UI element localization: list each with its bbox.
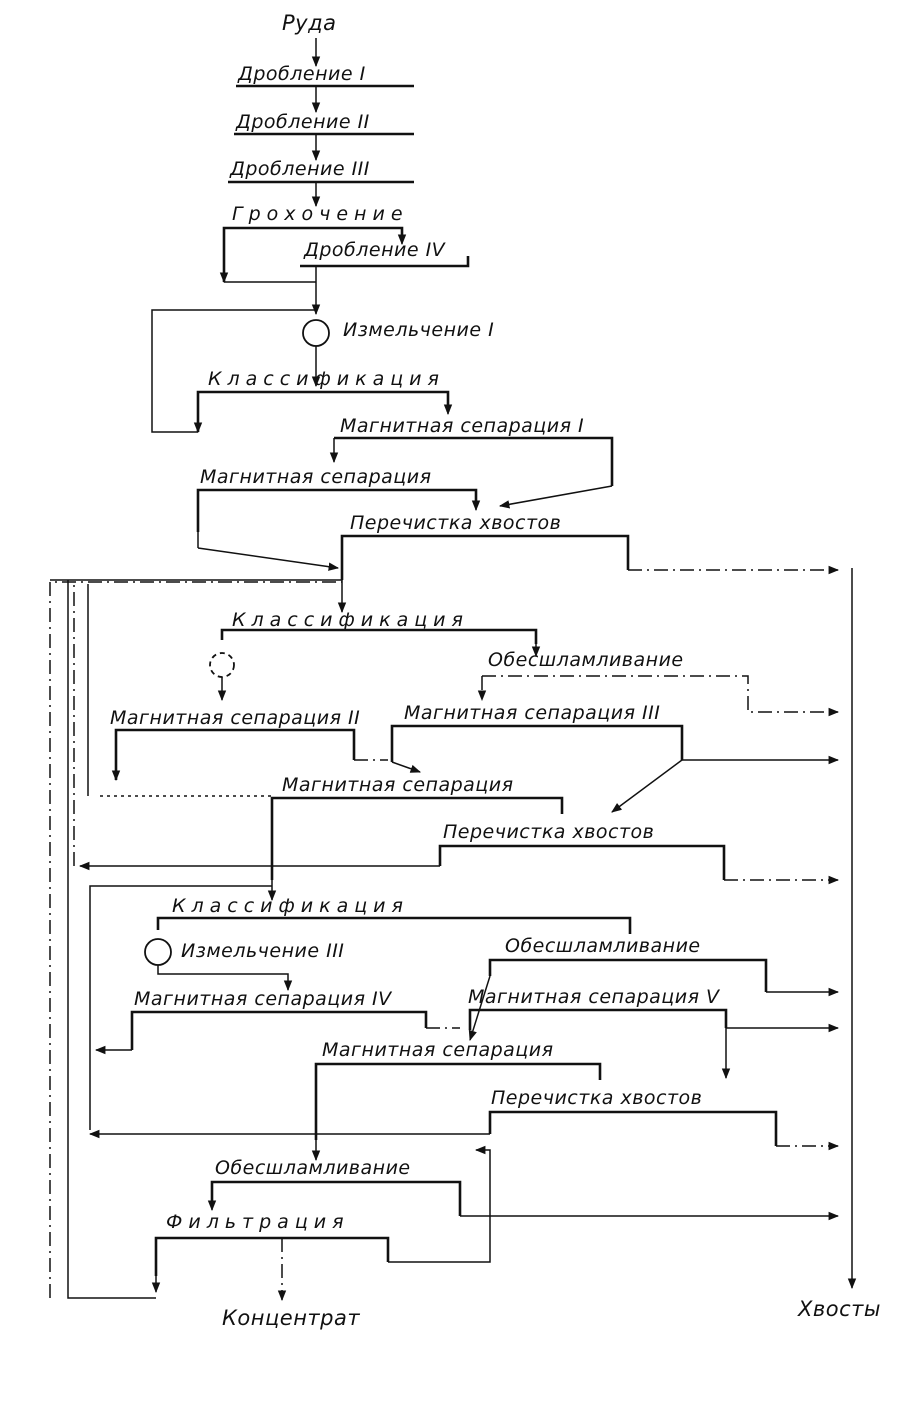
magnetic-sep-5-bar — [468, 1008, 728, 1030]
mag-3-to-cleaning-arrow — [611, 759, 683, 813]
mag-sep-conc-arrow — [197, 547, 340, 571]
lower-recycle-line — [89, 885, 272, 1130]
outer-recycle-line — [67, 580, 156, 1299]
grinding-1-circuit — [151, 309, 453, 434]
magnetic-sep-1-bar — [334, 436, 614, 486]
mill-3-icon — [144, 938, 172, 966]
crushing-2-label: Дробление II — [235, 111, 370, 133]
crushing-4-bar — [300, 256, 470, 268]
tails-cleaning-3-label: Перечистка хвостов — [491, 1087, 702, 1109]
tails-cleaning-3-bar — [488, 1110, 778, 1146]
ore-label: Руда — [282, 11, 336, 35]
crushing-4-label: Дробление IV — [303, 239, 447, 261]
magnetic-sep-2-3-circuit — [111, 724, 840, 813]
mag-1-tails-arrow — [498, 485, 613, 509]
mill-1-icon — [302, 319, 330, 347]
magnetic-sep-b-circuit — [78, 796, 840, 1130]
classification-3-circuit — [144, 916, 632, 992]
magnetic-sep-1-label: Магнитная сепарация I — [340, 415, 584, 437]
magnetic-sep-1-circuit — [196, 436, 614, 571]
magnetic-sep-c-bar — [314, 1062, 602, 1140]
grinding-1-label: Измельчение I — [343, 319, 494, 341]
filtration-bar — [154, 1236, 390, 1276]
crushing-circuit — [219, 38, 470, 316]
magnetic-sep-label: Магнитная сепарация — [200, 466, 432, 488]
magnetic-sep-b-bar — [270, 796, 564, 880]
magnetic-sep-2-bar — [114, 728, 356, 780]
desliming-2-circuit — [468, 958, 840, 1042]
crushing-3-label: Дробление III — [229, 158, 370, 180]
desliming-2-bar — [488, 958, 768, 992]
sands-recycle-line — [151, 309, 316, 433]
desliming-3-label: Обесшламливание — [215, 1157, 411, 1179]
tails-cleaning-1-circuit — [50, 534, 840, 614]
desliming-2-label: Обесшламливание — [505, 935, 701, 957]
grinding-3-label: Измельчение III — [181, 940, 344, 962]
screening-label: Грохочение — [232, 203, 409, 225]
magnetic-sep-4-5-circuit — [94, 1008, 840, 1080]
magnetic-sep-5-label: Магнитная сепарация V — [468, 986, 721, 1008]
left-return-line-1 — [49, 581, 342, 1298]
classification-3-bar — [156, 916, 632, 934]
magnetic-sep-b-label: Магнитная сепарация — [282, 774, 514, 796]
final-circuit — [67, 580, 840, 1302]
concentrate-label: Концентрат — [222, 1306, 360, 1330]
magnetic-sep-c-circuit — [88, 1062, 840, 1162]
tails-cleaning-2-label: Перечистка хвостов — [443, 821, 654, 843]
tails-cleaning-1-bar — [340, 534, 630, 580]
tails-cleaning-1-label: Перечистка хвостов — [350, 512, 561, 534]
classification-1-label: Классификация — [208, 368, 445, 390]
magnetic-sep-3-label: Магнитная сепарация III — [404, 702, 660, 724]
desliming-1-slimes-arrow — [482, 675, 840, 717]
magnetic-sep-4-bar — [130, 1010, 428, 1050]
mill-3-discharge-arrow — [157, 965, 293, 992]
left-return-lines — [49, 581, 342, 1298]
filtration-label: Фильтрация — [166, 1211, 350, 1233]
tails-label: Хвосты — [797, 1297, 881, 1321]
desliming-2-sands-arrow — [468, 975, 491, 1042]
classification-2-label: Классификация — [232, 609, 469, 631]
desliming-1-circuit — [477, 675, 840, 717]
desliming-1-label: Обесшламливание — [488, 649, 684, 671]
magnetic-sep-c-label: Магнитная сепарация — [322, 1039, 554, 1061]
magnetic-sep-3-bar — [390, 724, 684, 762]
mag-3-conc-arrow — [391, 761, 421, 773]
classification-2-bar — [220, 628, 538, 644]
magnetic-sep-2-label: Магнитная сепарация II — [110, 707, 360, 729]
magnetic-sep-4-label: Магнитная сепарация IV — [134, 988, 393, 1010]
crushing-1-label: Дробление I — [237, 63, 366, 85]
classification-3-label: Классификация — [172, 895, 409, 917]
mill-2-icon — [209, 652, 235, 678]
tails-cleaning-2-bar — [438, 844, 726, 880]
filtrate-return-arrow — [388, 1145, 491, 1263]
classification-2-circuit — [209, 628, 541, 702]
